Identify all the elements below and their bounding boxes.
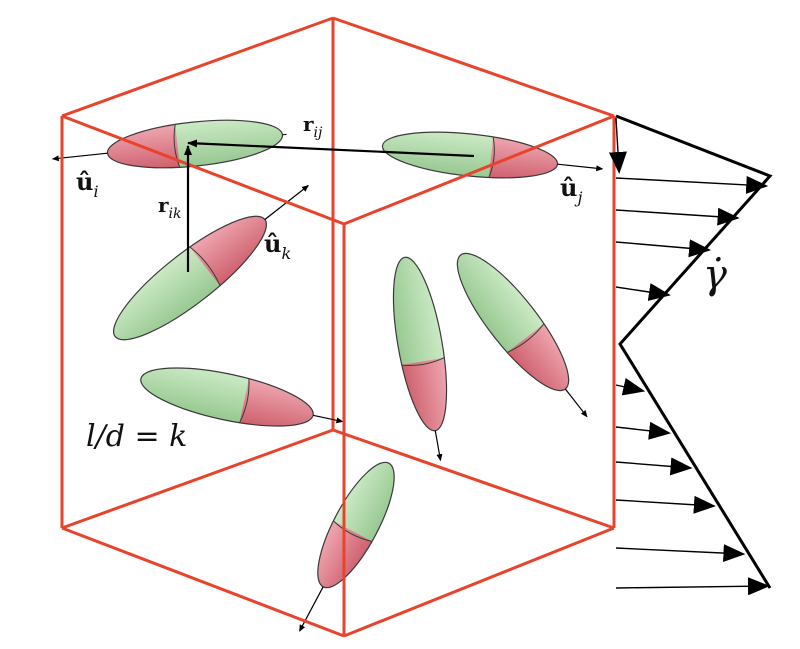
particle-center-tall-tip bbox=[399, 357, 457, 435]
shear-arrow bbox=[615, 175, 769, 194]
shear-arrow bbox=[615, 239, 712, 258]
particle-bottom-orientation-arrow bbox=[299, 586, 324, 632]
particle-i-tip bbox=[105, 121, 181, 176]
label-shear-rate: γ̇ bbox=[703, 252, 727, 298]
label-r-ij: rij bbox=[303, 112, 323, 141]
particle-center-left-divider bbox=[239, 378, 250, 423]
shear-arrow bbox=[615, 544, 746, 563]
shear-arrow bbox=[615, 457, 693, 476]
particle-right-tip bbox=[505, 322, 585, 404]
particle-k-tip bbox=[188, 199, 281, 288]
labels: rij rik ûi ûj ûk γ̇ l/d = k bbox=[76, 112, 727, 454]
particle-bottom bbox=[299, 461, 395, 632]
particle-center-tall bbox=[392, 256, 457, 462]
particle-i-divider bbox=[173, 124, 181, 168]
velocity-envelope bbox=[615, 114, 773, 589]
shear-arrow bbox=[615, 421, 672, 440]
shear-flow-profile bbox=[608, 114, 773, 596]
particle-k bbox=[112, 185, 309, 341]
label-u-i: ûi bbox=[76, 167, 99, 201]
particle-j-divider bbox=[488, 136, 495, 178]
particle-center-left-orientation-arrow bbox=[312, 414, 344, 424]
particle-right-orientation-arrow bbox=[564, 388, 588, 418]
particle-center-left-tip bbox=[239, 376, 318, 438]
particle-j-orientation-arrow bbox=[557, 163, 604, 172]
particle-center-tall-divider bbox=[401, 357, 445, 366]
shear-arrow bbox=[615, 495, 716, 514]
shear-arrow bbox=[615, 577, 770, 596]
particle-bottom-tip bbox=[303, 519, 374, 598]
r-ij-arrow bbox=[187, 139, 475, 158]
shear-arrow bbox=[615, 283, 671, 301]
box-front-edges bbox=[60, 114, 616, 638]
shear-arrow bbox=[615, 207, 740, 226]
label-u-k: ûk bbox=[264, 229, 291, 263]
separation-vectors bbox=[184, 139, 475, 272]
shear-arrow bbox=[615, 377, 646, 396]
box-back-edges bbox=[61, 16, 615, 530]
shear-arrow bbox=[608, 117, 627, 174]
particle-bottom-divider bbox=[333, 520, 373, 542]
particle-right-divider bbox=[507, 323, 545, 353]
particle-right bbox=[456, 252, 588, 418]
label-aspect-ratio: l/d = k bbox=[86, 419, 187, 454]
particle-center-tall-orientation-arrow bbox=[434, 430, 443, 462]
label-r-ik: rik bbox=[158, 193, 182, 222]
particle-k-divider bbox=[189, 246, 221, 286]
label-u-j: ûj bbox=[560, 173, 582, 207]
